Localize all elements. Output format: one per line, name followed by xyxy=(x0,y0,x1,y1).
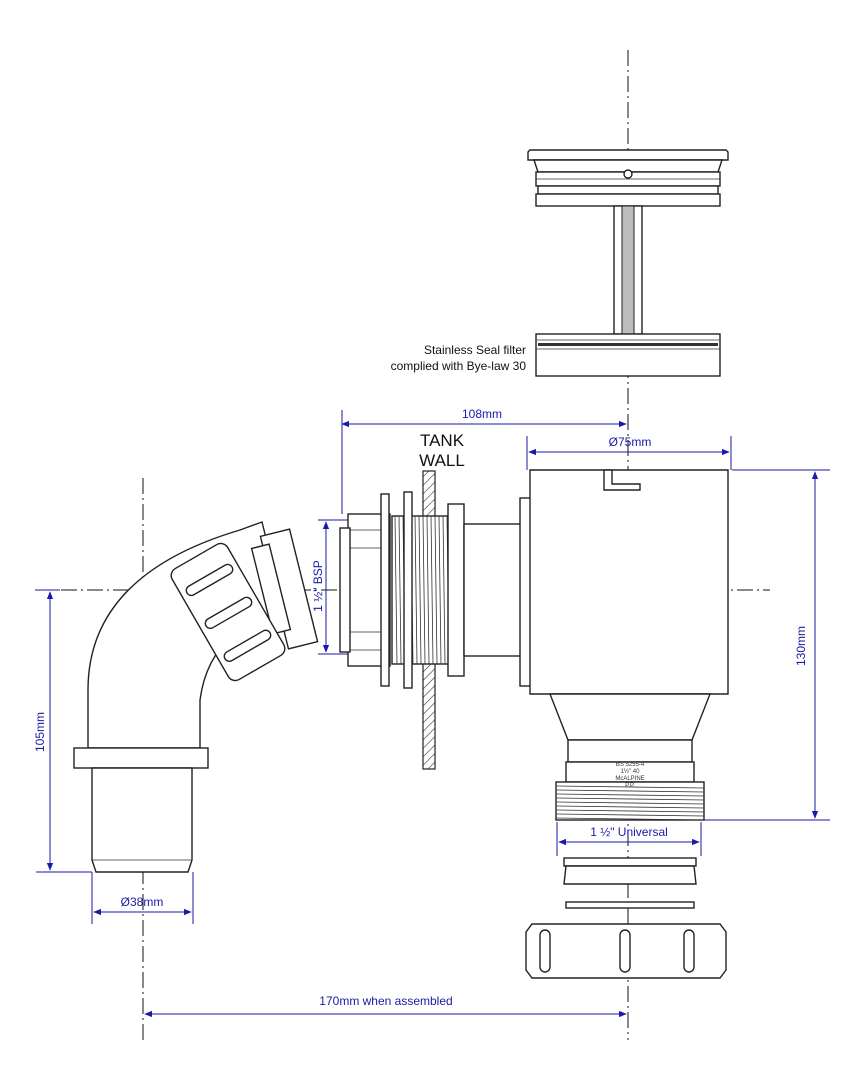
dim-universal-text: 1 ½" Universal xyxy=(590,825,668,839)
threaded-connector xyxy=(339,491,551,689)
dimension-75 xyxy=(526,436,732,470)
bend-elbow xyxy=(73,521,319,873)
marking-line1: BS 5255-4 xyxy=(616,762,645,768)
dim-130-text: 130mm xyxy=(794,626,808,666)
dimension-bsp xyxy=(318,519,348,655)
marking-line3: McALPINE xyxy=(615,776,644,782)
dimension-105 xyxy=(36,589,92,873)
dimension-108 xyxy=(341,410,627,514)
dimension-universal xyxy=(556,822,702,856)
filter-label-line2: complied with Bye-law 30 xyxy=(391,359,527,373)
filter-label-line1: Stainless Seal filter xyxy=(424,343,526,357)
tank-label: TANK xyxy=(420,431,465,450)
dim-170-text: 170mm when assembled xyxy=(319,994,452,1008)
dim-105-text: 105mm xyxy=(33,712,47,752)
dim-bsp-text: 1 ½" BSP xyxy=(311,560,325,612)
dim-75-text: Ø75mm xyxy=(609,435,652,449)
marking-line2: 1½" 40 xyxy=(621,768,640,775)
dim-38-text: Ø38mm xyxy=(121,895,164,909)
marking-line4: P.P. xyxy=(625,783,635,789)
seal-filter xyxy=(527,149,729,377)
dim-108-text: 108mm xyxy=(462,407,502,421)
dimension-38 xyxy=(91,872,194,924)
wall-label: WALL xyxy=(419,451,465,470)
outlet-body xyxy=(519,469,729,979)
dimension-130 xyxy=(704,469,830,821)
